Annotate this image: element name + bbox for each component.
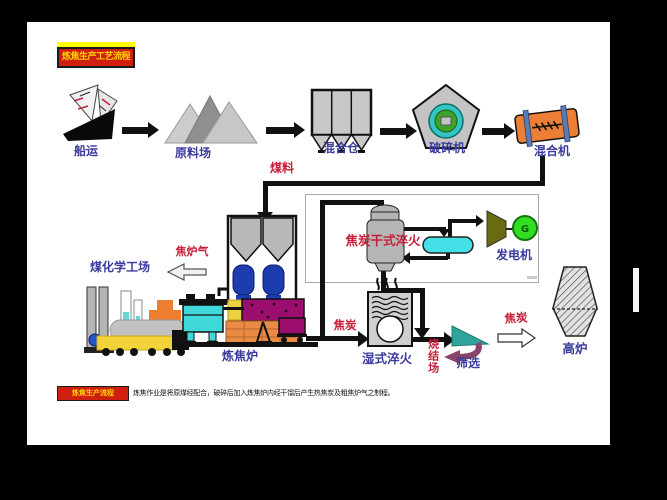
label-crusher: 破碎机 (428, 141, 465, 155)
flow-arrow-shaft (266, 127, 294, 134)
page-title: 炼焦生产工艺流程 (57, 47, 135, 68)
to-screen-arrowhead (444, 332, 455, 348)
coke-riser-pipe (320, 200, 384, 205)
cdq-outlet-arrowhead (414, 328, 430, 339)
cdq-outlet-pipe (381, 288, 425, 293)
cdq-inlet-arrowhead (377, 205, 389, 213)
label-sinter-yard: 烧结场 (426, 338, 440, 374)
return-line (446, 251, 450, 259)
coke-arrowhead (358, 331, 369, 347)
edge-artifact (633, 268, 639, 312)
return-line (410, 256, 448, 260)
label-blast-furnace: 高炉 (562, 341, 588, 356)
coal-feed-pipe (540, 156, 545, 184)
label-dry-quench: 焦炭干式淬火 (345, 233, 421, 248)
footnote-text: 炼焦作业是将原煤经配合，破碎后加入炼焦炉内经干馏后产生热焦炭及粗焦炉气之制程。 (133, 389, 395, 397)
label-wet-quench: 湿式淬火 (361, 351, 412, 366)
flow-arrowhead (148, 122, 159, 138)
label-ship: 船运 (73, 144, 98, 158)
label-oven-gas: 焦炉气 (175, 245, 209, 258)
label-raw-yard: 原料场 (174, 146, 211, 160)
label-coal-chem-plant: 煤化学工场 (89, 260, 150, 274)
title-underline (57, 42, 135, 47)
flow-arrowhead (504, 123, 515, 139)
flow-arrowhead (406, 123, 417, 139)
steam-line (448, 219, 452, 237)
gas-arrowhead (438, 229, 450, 237)
flow-arrow-shaft (380, 128, 406, 135)
label-screening: 筛选 (455, 356, 480, 370)
label-coke-wet: 焦炭 (333, 318, 357, 332)
coal-feed-arrowhead (257, 212, 273, 223)
steam-arrowhead (476, 215, 484, 227)
label-generator: 发电机 (495, 248, 532, 262)
label-mixer: 混合机 (533, 144, 570, 158)
coal-feed-pipe (263, 181, 545, 186)
flow-arrowhead (294, 122, 305, 138)
flow-arrow-shaft (482, 128, 504, 135)
coal-feed-pipe (263, 184, 268, 212)
to-screen-line (412, 337, 446, 342)
label-coal: 煤料 (269, 161, 294, 175)
coke-riser-pipe (320, 200, 325, 341)
return-arrowhead (402, 252, 410, 264)
gas-line (402, 227, 446, 231)
footnote-badge: 炼焦生产流程 (57, 386, 129, 401)
label-mix-bin: 混合仓 (322, 141, 359, 155)
fine-print-mark (527, 276, 537, 279)
label-coke-oven: 炼焦炉 (221, 349, 258, 363)
label-coke-furnace: 焦炭 (503, 310, 528, 326)
cdq-outlet-pipe (420, 288, 425, 328)
steam-line (448, 219, 476, 223)
coke-line (306, 336, 360, 341)
flow-arrow-shaft (122, 127, 148, 134)
